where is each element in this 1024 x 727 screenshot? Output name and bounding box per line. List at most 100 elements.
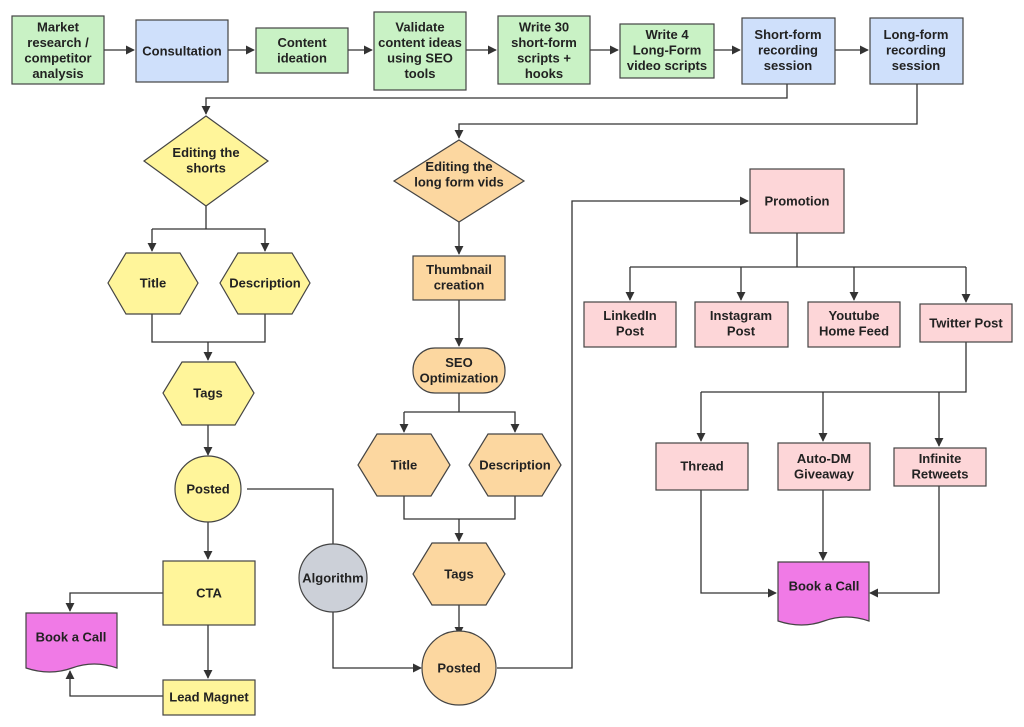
node-label: Posted bbox=[437, 661, 480, 676]
node-label-line: Editing the bbox=[425, 159, 492, 174]
node-label-line: Post bbox=[616, 323, 645, 338]
node-label: Twitter Post bbox=[929, 316, 1003, 331]
node-label: Description bbox=[229, 276, 301, 291]
node-label-line: recording bbox=[758, 43, 818, 58]
node-label-line: Thumbnail bbox=[426, 262, 492, 277]
node-label-line: shorts bbox=[186, 160, 226, 175]
edge-retweets-to-book-call bbox=[869, 486, 940, 598]
node-label-line: Tags bbox=[193, 386, 222, 401]
node-label-line: LinkedIn bbox=[603, 308, 657, 323]
node-label-line: Description bbox=[229, 276, 301, 291]
promotion-node: Promotion bbox=[749, 168, 845, 234]
edge-long-posted-to-promotion bbox=[497, 196, 749, 669]
node-label-line: content ideas bbox=[378, 35, 462, 50]
node-label-line: Promotion bbox=[765, 194, 830, 209]
shorts-description-node: Description bbox=[219, 252, 311, 315]
node-label-line: Optimization bbox=[420, 370, 499, 385]
edge-promotion-to-instagram bbox=[630, 266, 966, 300]
promo-book-call-node: Book a Call bbox=[777, 561, 870, 626]
node-label-line: short-form bbox=[511, 35, 577, 50]
node-label-line: session bbox=[892, 58, 940, 73]
node-label-line: Book a Call bbox=[36, 630, 107, 645]
node-label-line: Market bbox=[37, 19, 80, 34]
shorts-cta-node: CTA bbox=[162, 560, 256, 626]
node-label: Promotion bbox=[765, 194, 830, 209]
node-label: Book a Call bbox=[36, 630, 107, 645]
lead-magnet-node: Lead Magnet bbox=[162, 679, 256, 716]
node-label: CTA bbox=[196, 586, 222, 601]
node-label-line: Editing the bbox=[172, 145, 239, 160]
node-label-line: recording bbox=[886, 43, 946, 58]
node-label: Tags bbox=[444, 567, 473, 582]
node-label-line: Consultation bbox=[142, 44, 221, 59]
node-label: Thread bbox=[680, 459, 723, 474]
node-label-line: Description bbox=[479, 458, 551, 473]
node-label-line: using SEO bbox=[387, 50, 453, 65]
edge-title-description-to-tags bbox=[151, 314, 266, 343]
node-label-line: scripts + bbox=[517, 50, 571, 65]
node-label-line: Content bbox=[277, 35, 327, 50]
node-label: Tags bbox=[193, 386, 222, 401]
edge-shortform-to-editing-shorts bbox=[201, 84, 788, 115]
edge-posted-to-algorithm bbox=[247, 488, 334, 545]
node-label: Algorithm bbox=[302, 571, 363, 586]
node-label-line: Posted bbox=[186, 482, 229, 497]
node-label-line: Long-Form bbox=[633, 43, 702, 58]
edge-longform-to-editing-longform bbox=[454, 84, 918, 139]
node-label-line: session bbox=[764, 58, 812, 73]
node-label: Lead Magnet bbox=[169, 690, 249, 705]
edge-twitter-split bbox=[701, 342, 967, 393]
node-label-line: Thread bbox=[680, 459, 723, 474]
node-label-line: Post bbox=[727, 323, 756, 338]
edge-lead-magnet-to-book-call bbox=[65, 670, 163, 697]
node-label-line: Infinite bbox=[919, 451, 962, 466]
twitter-post-node: Twitter Post bbox=[919, 303, 1013, 343]
node-label: Title bbox=[140, 276, 167, 291]
node-label-line: Retweets bbox=[911, 466, 968, 481]
node-label-line: Long-form bbox=[884, 27, 949, 42]
node-label-line: Posted bbox=[437, 661, 480, 676]
node-label-line: ideation bbox=[277, 50, 327, 65]
node-label-line: tools bbox=[404, 66, 435, 81]
node-label-line: hooks bbox=[525, 66, 563, 81]
edge-cta-to-book-call bbox=[65, 592, 163, 612]
node-label-line: Home Feed bbox=[819, 323, 889, 338]
edge-editing-shorts-to-description bbox=[152, 228, 270, 252]
node-label-line: Book a Call bbox=[789, 579, 860, 594]
node-label-line: long form vids bbox=[414, 174, 504, 189]
node-label-line: video scripts bbox=[627, 58, 707, 73]
node-label-line: Write 4 bbox=[645, 27, 689, 42]
long-posted-node: Posted bbox=[421, 630, 497, 706]
node-label-line: Giveaway bbox=[794, 466, 855, 481]
node-label-line: Lead Magnet bbox=[169, 690, 249, 705]
node-label-line: Write 30 bbox=[519, 19, 569, 34]
node-label-line: Validate bbox=[395, 19, 444, 34]
node-label: Posted bbox=[186, 482, 229, 497]
